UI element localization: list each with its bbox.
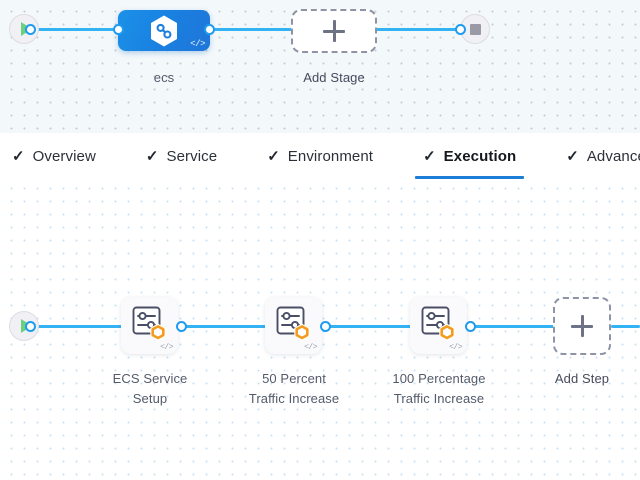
step-settings-icon	[132, 306, 166, 341]
code-glyph-icon: </>	[160, 343, 173, 352]
stage-label-ecs: ecs	[153, 70, 175, 85]
tab-advanced[interactable]: ✓ Advanced	[554, 133, 640, 179]
check-icon: ✓	[12, 147, 25, 165]
step-settings-icon	[421, 306, 455, 341]
step-settings-icon	[276, 306, 310, 341]
tab-label: Execution	[443, 147, 517, 165]
port-step-1-out[interactable]	[176, 321, 187, 332]
check-icon: ✓	[423, 147, 436, 165]
edge-ecs-to-add-stage	[204, 28, 304, 31]
plus-icon	[571, 315, 593, 337]
port-ecs-out[interactable]	[204, 24, 215, 35]
step-label-1-line1: ECS Service	[112, 371, 188, 386]
check-icon: ✓	[566, 147, 579, 165]
step-label-2-line2: Traffic Increase	[248, 391, 340, 406]
edge-step-1-to-step-2	[177, 325, 272, 328]
edge-step-3-to-add-step	[466, 325, 554, 328]
stop-icon	[469, 23, 481, 35]
tab-label: Advanced	[586, 147, 640, 165]
code-glyph-icon: </>	[449, 343, 462, 352]
step-label-3-line1: 100 Percentage	[392, 371, 486, 386]
edge-start-to-ecs	[30, 28, 128, 31]
edge-start-to-step-1	[30, 325, 128, 328]
harness-hexagon-icon	[151, 15, 177, 46]
step-label-1-line2: Setup	[132, 391, 168, 406]
add-step-button[interactable]	[553, 297, 611, 355]
add-stage-button[interactable]	[291, 9, 377, 53]
stage-node-ecs[interactable]: </>	[118, 10, 210, 51]
step-label-2-line1: 50 Percent	[262, 371, 326, 386]
tab-overview[interactable]: ✓ Overview	[0, 133, 108, 179]
step-node-50-percent-traffic-increase[interactable]: </>	[265, 297, 322, 354]
execution-canvas[interactable]: </> ECS Service Setup </> 5	[0, 179, 640, 480]
edge-step-2-to-step-3	[321, 325, 416, 328]
check-icon: ✓	[267, 147, 280, 165]
port-step-2-out[interactable]	[320, 321, 331, 332]
tab-label: Service	[166, 147, 218, 165]
tab-execution[interactable]: ✓ Execution	[411, 133, 528, 179]
step-label-2: 50 Percent Traffic Increase	[229, 369, 359, 409]
stage-config-tabs[interactable]: ✓ Overview ✓ Service ✓ Environment ✓ Exe…	[0, 133, 640, 179]
port-exec-start-out[interactable]	[25, 321, 36, 332]
edge-add-stage-to-end	[372, 28, 470, 31]
step-label-1: ECS Service Setup	[85, 369, 215, 409]
port-ecs-in[interactable]	[113, 24, 124, 35]
stage-canvas[interactable]: </> ecs Add Stage	[0, 0, 640, 133]
port-step-3-out[interactable]	[465, 321, 476, 332]
port-start-out[interactable]	[25, 24, 36, 35]
add-step-label: Add Step	[554, 371, 610, 386]
check-icon: ✓	[145, 147, 159, 165]
step-node-100-percentage-traffic-increase[interactable]: </>	[410, 297, 467, 354]
step-label-3-line2: Traffic Increase	[393, 391, 485, 406]
tab-service[interactable]: ✓ Service	[134, 133, 229, 179]
step-label-3: 100 Percentage Traffic Increase	[374, 369, 504, 409]
tab-environment[interactable]: ✓ Environment	[255, 133, 385, 179]
add-stage-label: Add Stage	[303, 70, 365, 85]
code-glyph-icon: </>	[190, 39, 205, 49]
tab-label: Environment	[287, 147, 374, 165]
code-glyph-icon: </>	[304, 343, 317, 352]
step-node-ecs-service-setup[interactable]: </>	[121, 297, 178, 354]
tab-label: Overview	[32, 147, 96, 165]
port-end-in[interactable]	[455, 24, 466, 35]
edge-add-step-outgoing	[611, 325, 640, 328]
plus-icon	[323, 20, 345, 42]
